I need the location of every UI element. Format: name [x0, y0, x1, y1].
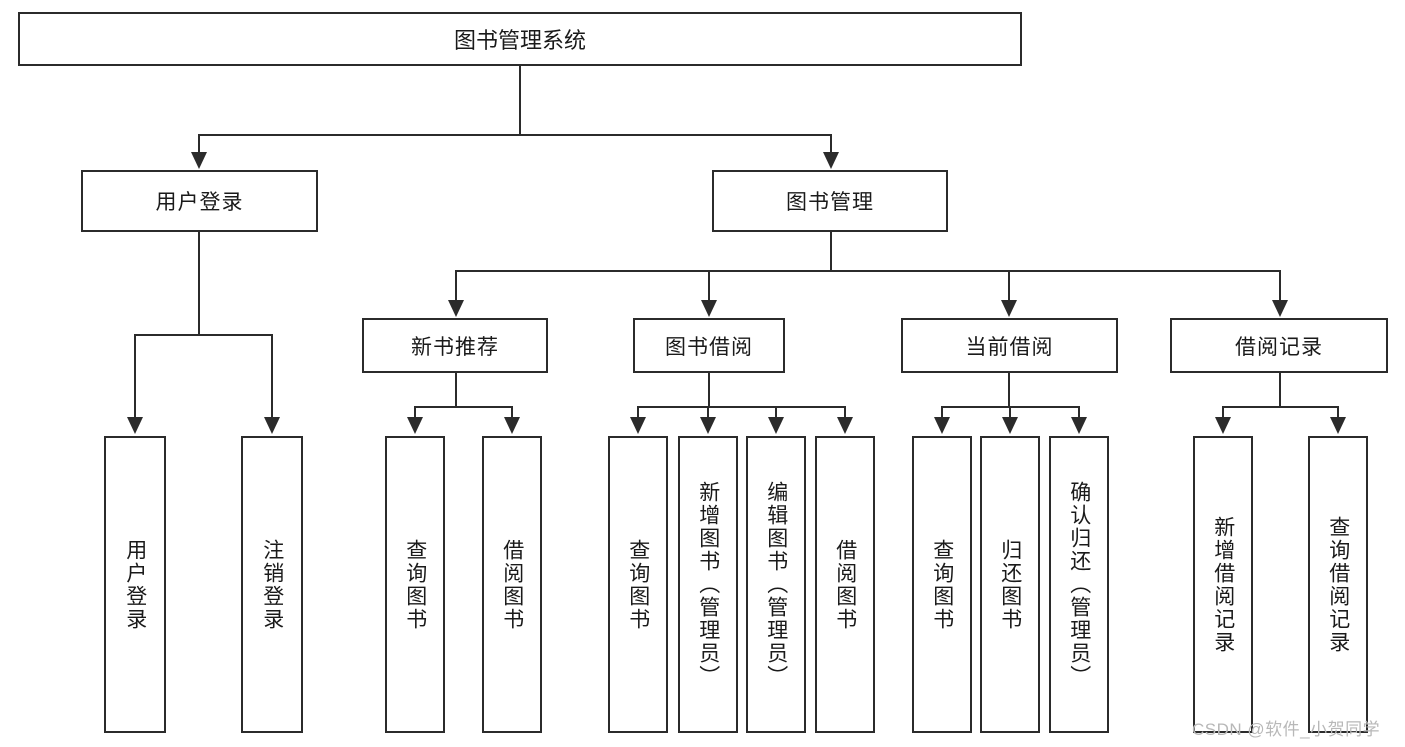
leaf-user-login-user-login[interactable]: 用户登录	[104, 436, 166, 733]
leaf-book-borrow-borrow-book[interactable]: 借阅图书	[815, 436, 875, 733]
node-label: 借阅图书	[500, 538, 524, 631]
node-current-borrow[interactable]: 当前借阅	[901, 318, 1118, 373]
node-label: 查询借阅记录	[1326, 515, 1350, 654]
edge-bm-to-book-borrow	[708, 270, 710, 302]
node-label: 借阅图书	[833, 538, 857, 631]
edge-cb-to-leaf-0	[941, 406, 943, 419]
arrow-cb-to-leaf-0	[934, 417, 950, 434]
edge-bm-to-new-book	[455, 270, 457, 302]
node-label: 归还图书	[998, 538, 1022, 631]
node-new-book-recommend[interactable]: 新书推荐	[362, 318, 548, 373]
edge-user-login-bar	[134, 334, 273, 336]
leaf-book-borrow-edit-book-admin[interactable]: 编辑图书（管理员）	[746, 436, 806, 733]
edge-book-management-bar	[455, 270, 1281, 272]
edge-bb-to-leaf-2	[775, 406, 777, 419]
arrow-root-to-book-management	[823, 152, 839, 169]
edge-bb-to-leaf-3	[844, 406, 846, 419]
edge-book-management-stem	[830, 232, 832, 272]
arrow-bm-to-borrow-record	[1272, 300, 1288, 317]
arrow-bb-to-leaf-3	[837, 417, 853, 434]
node-root-book-management-system[interactable]: 图书管理系统	[18, 12, 1022, 66]
edge-cb-to-leaf-2	[1078, 406, 1080, 419]
node-label: 编辑图书（管理员）	[764, 481, 788, 688]
edge-new-book-stem	[455, 373, 457, 408]
arrow-cb-to-leaf-2	[1071, 417, 1087, 434]
node-label: 新增图书（管理员）	[696, 481, 720, 688]
node-label: 当前借阅	[965, 335, 1054, 359]
node-label: 确认归还（管理员）	[1067, 481, 1091, 688]
edge-br-to-leaf-0	[1222, 406, 1224, 419]
edge-current-borrow-stem	[1008, 373, 1010, 408]
edge-root-to-book-management	[830, 134, 832, 154]
node-label: 图书借阅	[665, 335, 753, 359]
node-book-management[interactable]: 图书管理	[712, 170, 948, 232]
node-label: 图书管理系统	[453, 28, 586, 53]
edge-user-login-stem	[198, 232, 200, 336]
edge-bm-to-borrow-record	[1279, 270, 1281, 302]
arrow-new-book-to-leaf-0	[407, 417, 423, 434]
leaf-current-borrow-return-book[interactable]: 归还图书	[980, 436, 1040, 733]
arrow-bm-to-new-book	[448, 300, 464, 317]
leaf-current-borrow-query-book[interactable]: 查询图书	[912, 436, 972, 733]
leaf-current-borrow-confirm-return-admin[interactable]: 确认归还（管理员）	[1049, 436, 1109, 733]
leaf-book-borrow-query-book[interactable]: 查询图书	[608, 436, 668, 733]
arrow-bb-to-leaf-0	[630, 417, 646, 434]
node-label: 图书管理	[786, 191, 874, 214]
node-label: 用户登录	[155, 191, 244, 214]
edge-user-login-to-leaf-0	[134, 334, 136, 419]
arrow-br-to-leaf-0	[1215, 417, 1231, 434]
watermark: CSDN @软件_小贺同学	[1192, 720, 1381, 739]
node-label: 查询图书	[930, 538, 954, 631]
edge-root-stem	[519, 66, 521, 135]
edge-new-book-bar	[414, 406, 513, 408]
node-label: 注销登录	[260, 538, 284, 631]
node-label: 借阅记录	[1235, 335, 1323, 359]
arrow-bm-to-book-borrow	[701, 300, 717, 317]
node-label: 查询图书	[403, 538, 427, 631]
leaf-borrow-record-add-record[interactable]: 新增借阅记录	[1193, 436, 1253, 733]
arrow-root-to-user-login	[191, 152, 207, 169]
edge-bb-to-leaf-1	[707, 406, 709, 419]
edge-cb-to-leaf-1	[1009, 406, 1011, 419]
arrow-cb-to-leaf-1	[1002, 417, 1018, 434]
node-user-login[interactable]: 用户登录	[81, 170, 318, 232]
arrow-br-to-leaf-1	[1330, 417, 1346, 434]
edge-borrow-record-bar	[1222, 406, 1339, 408]
arrow-user-login-to-leaf-1	[264, 417, 280, 434]
edge-root-bar	[198, 134, 832, 136]
edge-bb-to-leaf-0	[637, 406, 639, 419]
leaf-new-book-query-book[interactable]: 查询图书	[385, 436, 445, 733]
arrow-user-login-to-leaf-0	[127, 417, 143, 434]
leaf-book-borrow-add-book-admin[interactable]: 新增图书（管理员）	[678, 436, 738, 733]
edge-root-to-user-login	[198, 134, 200, 154]
arrow-bm-to-current-borrow	[1001, 300, 1017, 317]
leaf-user-login-logout[interactable]: 注销登录	[241, 436, 303, 733]
edge-borrow-record-stem	[1279, 373, 1281, 408]
node-label: 查询图书	[626, 538, 650, 631]
edge-new-book-to-leaf-1	[511, 406, 513, 419]
node-book-borrow[interactable]: 图书借阅	[633, 318, 785, 373]
arrow-new-book-to-leaf-1	[504, 417, 520, 434]
leaf-borrow-record-query-record[interactable]: 查询借阅记录	[1308, 436, 1368, 733]
arrow-bb-to-leaf-1	[700, 417, 716, 434]
edge-new-book-to-leaf-0	[414, 406, 416, 419]
leaf-new-book-borrow-book[interactable]: 借阅图书	[482, 436, 542, 733]
edge-book-borrow-bar	[637, 406, 845, 408]
node-borrow-record[interactable]: 借阅记录	[1170, 318, 1388, 373]
node-label: 用户登录	[123, 538, 147, 631]
edge-book-borrow-stem	[708, 373, 710, 408]
arrow-bb-to-leaf-2	[768, 417, 784, 434]
node-label: 新书推荐	[411, 335, 499, 359]
edge-br-to-leaf-1	[1337, 406, 1339, 419]
edge-user-login-to-leaf-1	[271, 334, 273, 419]
edge-bm-to-current-borrow	[1008, 270, 1010, 302]
node-label: 新增借阅记录	[1211, 515, 1235, 654]
